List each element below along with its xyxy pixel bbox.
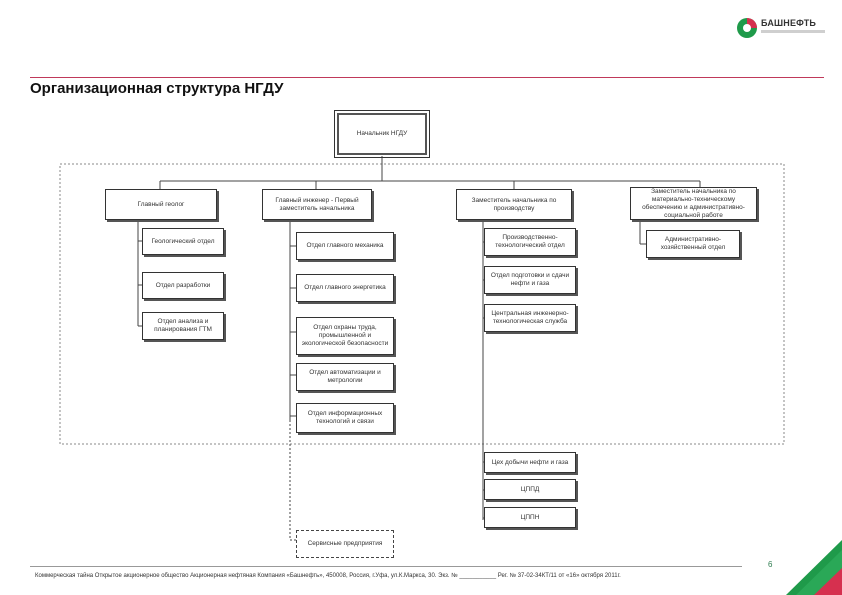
- page-title: Организационная структура НГДУ: [30, 80, 284, 97]
- bashneft-logo-icon: [737, 18, 757, 38]
- engineering-service-label: Центральная инженерно-технологическая сл…: [491, 310, 569, 325]
- cppd-label: ЦППД: [520, 485, 540, 493]
- chief-mechanic-dept-label: Отдел главного механика: [306, 242, 384, 249]
- oil-gas-prep-dept-label: Отдел подготовки и сдачи нефти и газа: [490, 272, 570, 287]
- safety-dept-box: Отдел охраны труда, промышленной и эколо…: [296, 317, 394, 355]
- admin-dept-box: Административно-хозяйственный отдел: [646, 230, 740, 258]
- service-companies-box: Сервисные предприятия: [296, 530, 394, 558]
- it-dept-label: Отдел информационных технологий и связи: [307, 410, 383, 425]
- development-dept-label: Отдел разработки: [155, 281, 211, 289]
- brand-tagline-line: [761, 30, 825, 33]
- geology-dept-box: Геологический отдел: [142, 228, 224, 255]
- deputy-production-label: Заместитель начальника по производству: [471, 196, 557, 212]
- brand-name: БАШНЕФТЬ: [761, 18, 817, 28]
- org-head-box: Начальник НГДУ: [334, 110, 430, 158]
- production-tech-dept-label: Производственно-технологический отдел: [495, 234, 565, 249]
- footer-text: Коммерческая тайна Открытое акционерное …: [35, 573, 621, 579]
- cppd-box: ЦППД: [484, 479, 576, 500]
- chief-power-dept-label: Отдел главного энергетика: [304, 284, 386, 291]
- chief-mechanic-dept-box: Отдел главного механика: [296, 232, 394, 260]
- corner-decoration-icon: [786, 540, 842, 595]
- chief-geologist-box: Главный геолог: [105, 189, 217, 220]
- oil-gas-production-shop-label: Цех добычи нефти и газа: [491, 458, 569, 466]
- admin-dept-label: Административно-хозяйственный отдел: [660, 236, 726, 251]
- chief-engineer-box: Главный инженер - Первый заместитель нач…: [262, 189, 372, 220]
- cppn-box: ЦППН: [484, 507, 576, 528]
- chief-geologist-label: Главный геолог: [137, 200, 185, 208]
- automation-dept-box: Отдел автоматизации и метрологии: [296, 363, 394, 391]
- chief-power-dept-box: Отдел главного энергетика: [296, 274, 394, 302]
- oil-gas-prep-dept-box: Отдел подготовки и сдачи нефти и газа: [484, 266, 576, 294]
- footer-divider: [30, 566, 742, 567]
- safety-dept-label: Отдел охраны труда, промышленной и эколо…: [301, 324, 389, 347]
- production-tech-dept-box: Производственно-технологический отдел: [484, 228, 576, 256]
- analysis-dept-label: Отдел анализа и планирования ГТМ: [154, 318, 212, 333]
- title-divider: [30, 77, 824, 78]
- engineering-service-box: Центральная инженерно-технологическая сл…: [484, 304, 576, 332]
- deputy-production-box: Заместитель начальника по производству: [456, 189, 572, 220]
- geology-dept-label: Геологический отдел: [151, 237, 215, 245]
- oil-gas-production-shop-box: Цех добычи нефти и газа: [484, 452, 576, 473]
- chief-engineer-label: Главный инженер - Первый заместитель нач…: [275, 196, 359, 212]
- it-dept-box: Отдел информационных технологий и связи: [296, 403, 394, 433]
- cppn-label: ЦППН: [520, 513, 540, 521]
- automation-dept-label: Отдел автоматизации и метрологии: [309, 369, 381, 384]
- service-companies-label: Сервисные предприятия: [307, 540, 383, 547]
- page-number: 6: [768, 560, 773, 569]
- org-head-label: Начальник НГДУ: [356, 130, 408, 137]
- deputy-logistics-label: Заместитель начальника по материально-те…: [642, 187, 745, 219]
- analysis-dept-box: Отдел анализа и планирования ГТМ: [142, 312, 224, 340]
- development-dept-box: Отдел разработки: [142, 272, 224, 299]
- deputy-logistics-box: Заместитель начальника по материально-те…: [630, 187, 757, 220]
